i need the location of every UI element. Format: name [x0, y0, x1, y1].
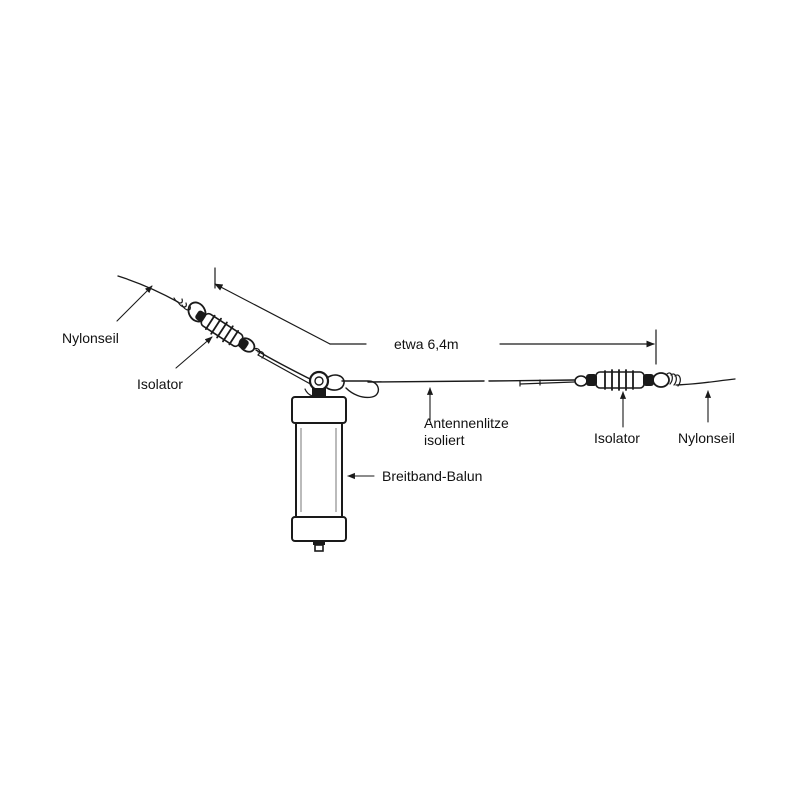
- antenna-wire-right: [367, 380, 485, 383]
- dimension-line: [214, 267, 657, 365]
- label-isolator-right: Isolator: [594, 430, 640, 446]
- nylon-rope-right: [675, 378, 736, 386]
- wire-eye-right: [574, 375, 588, 387]
- wire-eye-left: [238, 337, 256, 353]
- label-nylon-rope-right: Nylonseil: [678, 430, 735, 446]
- label-antenna-wire: Antennenlitze: [424, 415, 509, 431]
- label-balun: Breitband-Balun: [382, 468, 483, 484]
- balun-shackle: [304, 370, 379, 399]
- label-nylon-rope-left: Nylonseil: [62, 330, 119, 346]
- label-isolator-left: Isolator: [137, 376, 183, 392]
- antenna-wire-left: [255, 349, 317, 383]
- label-antenna-wire-insulated: isoliert: [424, 432, 465, 448]
- leader-lines: [116, 285, 712, 480]
- thimble-eye-right: [652, 372, 670, 388]
- label-length: etwa 6,4m: [394, 336, 459, 352]
- nylon-rope-left: [117, 275, 179, 303]
- isolator-right: [586, 369, 654, 391]
- balun-body: [291, 396, 347, 552]
